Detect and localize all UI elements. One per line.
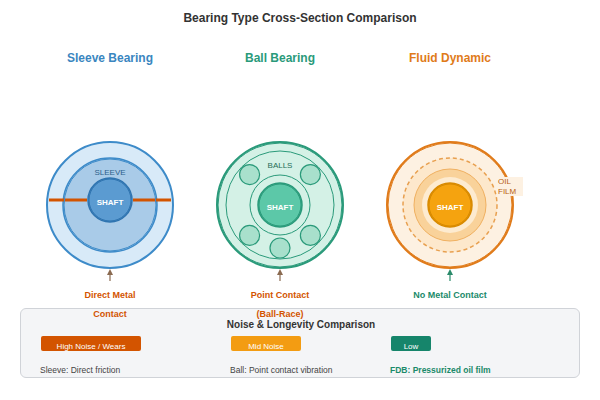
sleeve-ring-text: SLEEVE <box>94 168 125 177</box>
sleeve-ring-text-holder: SLEEVE <box>94 161 125 179</box>
column-heading: Fluid Dynamic <box>409 51 491 65</box>
arrow-head <box>107 269 113 275</box>
arrow-head <box>447 269 453 275</box>
comparison-panel-text: Noise & Longevity Comparison <box>227 319 375 330</box>
diagram-title-holder: Bearing Type Cross-Section Comparison <box>183 8 416 26</box>
sleeve-ring <box>63 158 157 252</box>
contact-label: No Metal Contact <box>413 290 487 300</box>
shaft-circle-text: SHAFT <box>267 203 294 212</box>
column-heading: Ball Bearing <box>245 51 315 65</box>
ball-housing <box>217 142 343 268</box>
ball-bearing-circle-text-holder: BALLS <box>268 154 293 172</box>
sleeve-ring: SLEEVE SHAFT <box>63 158 157 252</box>
shaft-circle <box>428 183 472 227</box>
shaft-circle: SHAFT <box>428 183 472 227</box>
fdb-housing <box>387 142 513 268</box>
outline-circle <box>429 184 471 226</box>
note-text-holder: Ball: Point contact vibration <box>230 359 333 377</box>
leader-line <box>109 274 110 281</box>
arrow-head <box>277 269 283 275</box>
ball-bearing-circle: BALLS SHAFT <box>217 142 343 268</box>
column-heading-holder: Ball Bearing <box>245 48 315 66</box>
fdb-circle-text: OIL FILM <box>497 177 523 196</box>
diagram-title: Bearing Type Cross-Section Comparison <box>183 11 416 25</box>
badge-text: Mid Noise <box>248 342 284 351</box>
fdb-circle: OIL FILMSHAFT <box>387 142 513 268</box>
shaft-circle-text-holder: SHAFT <box>97 191 124 209</box>
shaft-circle-text: SHAFT <box>437 203 464 212</box>
oil-gap <box>422 177 478 233</box>
ball <box>270 238 290 258</box>
oil-film <box>414 169 486 241</box>
ball <box>240 165 260 185</box>
noise-badge: Low <box>391 336 431 351</box>
contact-line <box>49 199 87 202</box>
shaft-circle: SHAFT <box>258 183 302 227</box>
outline-circle <box>259 184 301 226</box>
contact-line <box>133 199 171 202</box>
outline-circle <box>64 159 156 251</box>
shaft-circle <box>88 178 132 222</box>
outline-circle <box>89 179 131 221</box>
fdb-circle-text-holder: OIL FILM <box>497 177 523 198</box>
contact-label: Point Contact (Ball-Race) <box>251 290 310 319</box>
contact-label-holder: Direct Metal Contact <box>73 283 147 321</box>
noise-badge: High Noise / Wears <box>41 336 141 351</box>
column-heading-holder: Sleeve Bearing <box>67 48 153 66</box>
ball-bearing-circle-text: BALLS <box>268 161 293 170</box>
column-heading: Sleeve Bearing <box>67 51 153 65</box>
shaft-circle-text-holder: SHAFT <box>437 196 464 214</box>
outline-circle <box>218 143 342 267</box>
sleeve-housing <box>47 142 173 268</box>
shaft-circle: SHAFT <box>88 178 132 222</box>
noise-badge: Mid Noise <box>231 336 301 351</box>
shaft-circle-text-holder: SHAFT <box>267 196 294 214</box>
shaft-circle <box>258 183 302 227</box>
note-text: Sleeve: Direct friction <box>40 365 120 375</box>
ball <box>240 225 260 245</box>
badge-text: Low <box>404 342 419 351</box>
column-heading-holder: Fluid Dynamic <box>409 48 491 66</box>
contact-label-holder: No Metal Contact <box>413 283 487 302</box>
outer-race <box>226 151 334 259</box>
note-text: Ball: Point contact vibration <box>230 365 333 375</box>
contact-label-holder: Point Contact (Ball-Race) <box>243 283 317 321</box>
contact-label: Direct Metal Contact <box>84 290 135 319</box>
note-text: FDB: Pressurized oil film <box>390 365 491 375</box>
oil-film-boundary <box>403 158 497 252</box>
shaft-circle-text: SHAFT <box>97 198 124 207</box>
leader-line <box>279 274 280 281</box>
note-text-holder: FDB: Pressurized oil film <box>390 359 491 377</box>
outline-circle <box>388 143 512 267</box>
ball <box>300 165 320 185</box>
inner-race <box>250 175 310 235</box>
leader-line <box>449 274 450 281</box>
badge-text: High Noise / Wears <box>57 342 126 351</box>
note-text-holder: Sleeve: Direct friction <box>40 359 120 377</box>
ball <box>300 225 320 245</box>
